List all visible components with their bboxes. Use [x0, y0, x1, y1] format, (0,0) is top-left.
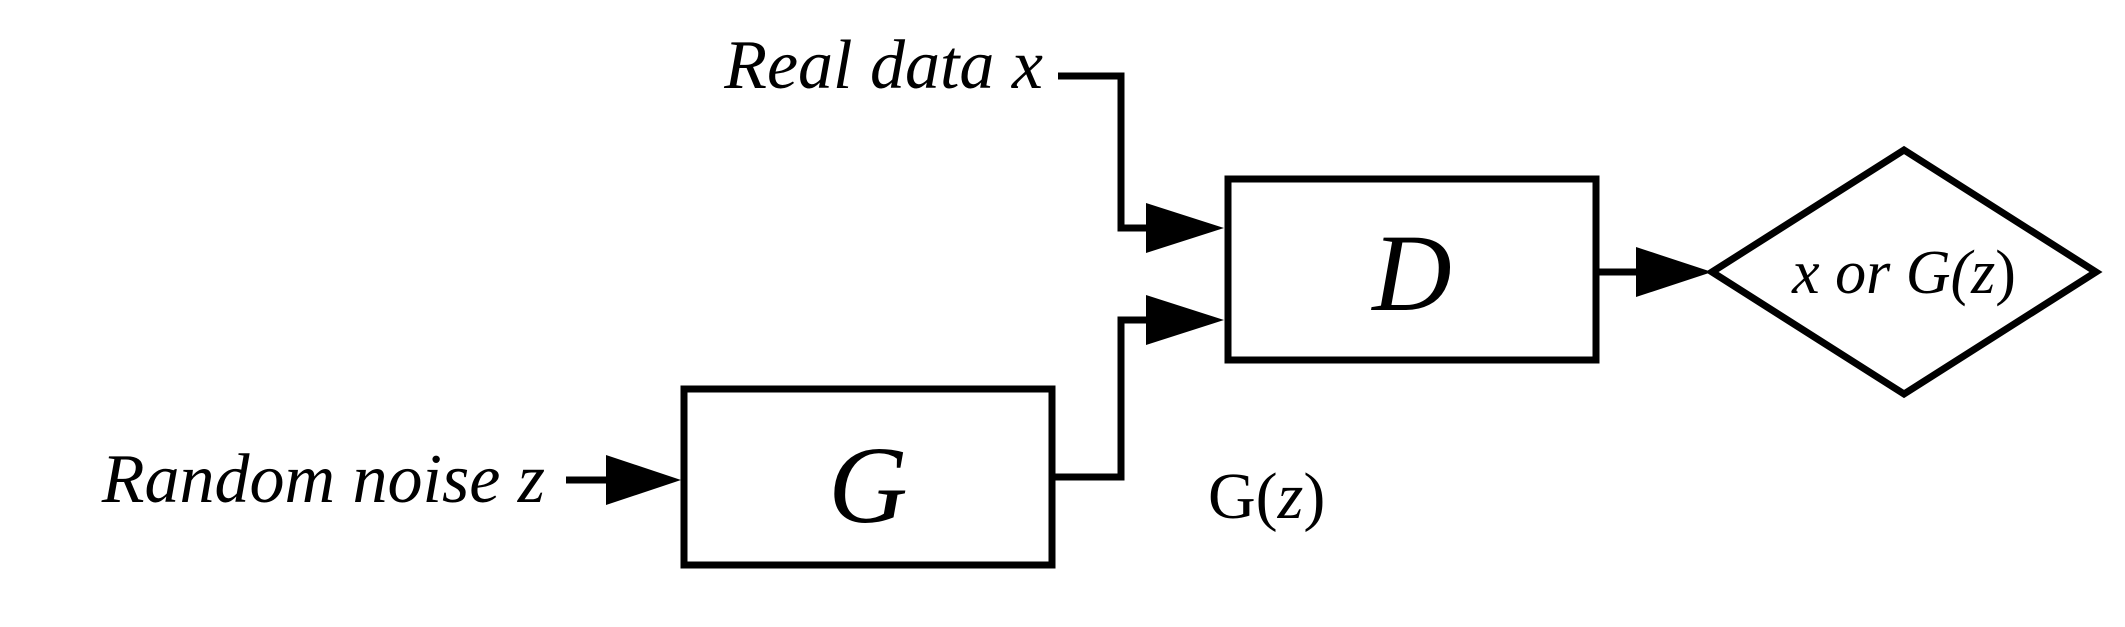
real-data-label: Real data x — [723, 27, 1043, 104]
discriminator-block — [1224, 175, 1600, 364]
generator-output-arrowhead — [1146, 295, 1224, 345]
generator-output-label: G(z) — [1208, 460, 1325, 533]
decision-label: x or G(z) — [1791, 239, 2016, 307]
decision-diamond — [1705, 145, 2103, 399]
noise-arrowhead — [606, 455, 681, 505]
random-noise-label: Random noise z — [101, 441, 545, 518]
discriminator-output-arrowhead — [1636, 247, 1712, 297]
generator-output-wire — [1052, 316, 1148, 481]
real-data-arrowhead — [1146, 203, 1224, 253]
real-data-wire — [1058, 72, 1148, 232]
discriminator-label: D — [1370, 212, 1451, 334]
generator-label: G — [828, 424, 907, 546]
